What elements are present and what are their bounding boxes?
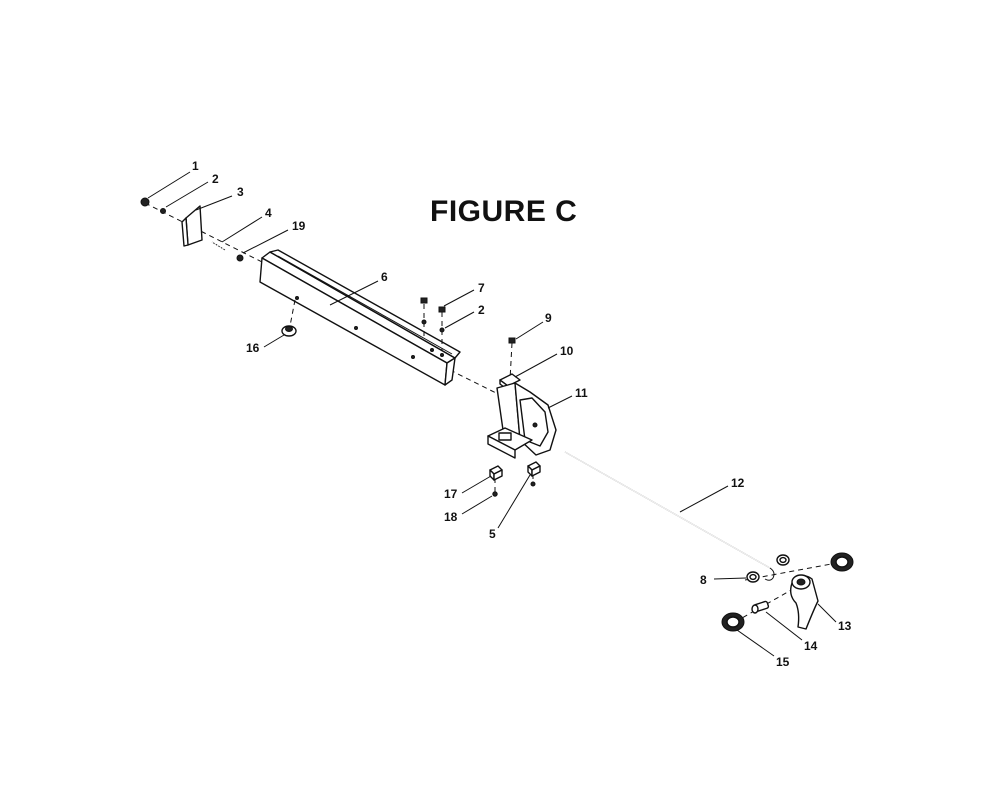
leader-18 [461, 495, 493, 515]
leader-7 [443, 289, 475, 307]
part-12-rod [564, 451, 775, 581]
part-2-washer [160, 208, 166, 214]
callout-9: 9 [545, 311, 552, 325]
part-15-knob-left [721, 612, 745, 632]
leader-13 [817, 603, 837, 623]
leader-2b [444, 311, 475, 329]
callout-19: 19 [292, 219, 306, 233]
callout-10: 10 [560, 344, 574, 358]
part-16-foot [281, 325, 297, 337]
leader-17 [461, 475, 492, 494]
callout-7: 7 [478, 281, 485, 295]
leader-6 [329, 280, 379, 306]
part-14-pin [751, 600, 770, 614]
part-5-block [527, 461, 541, 477]
part-1-nut [140, 197, 150, 207]
part-5-screw [530, 481, 536, 487]
callout-1: 1 [192, 159, 199, 173]
part-18-screw [492, 491, 498, 497]
callout-2a: 2 [212, 172, 219, 186]
part-6-fence-rail [259, 249, 461, 386]
callout-5: 5 [489, 527, 496, 541]
callout-6: 6 [381, 270, 388, 284]
callout-18: 18 [444, 510, 458, 524]
callout-16: 16 [246, 341, 260, 355]
leader-11 [547, 395, 573, 409]
part-15-knob-right [830, 552, 854, 572]
leader-10 [514, 353, 558, 378]
callout-12: 12 [731, 476, 745, 490]
leader-dash-9 [509, 342, 513, 381]
callout-14: 14 [804, 639, 818, 653]
part-8-washers [746, 554, 790, 583]
callout-13: 13 [838, 619, 852, 633]
part-7-screws [420, 297, 446, 333]
axis-line-right [744, 561, 843, 581]
leader-8 [713, 577, 747, 580]
part-9-screw [508, 337, 516, 344]
callout-15: 15 [776, 655, 790, 669]
part-3-bracket [181, 205, 203, 247]
part-19-washer [236, 254, 244, 262]
leader-dash-16 [289, 299, 296, 327]
leader-14 [765, 611, 803, 641]
leader-16 [263, 334, 285, 348]
part-11-lock-head [487, 382, 557, 459]
figure-title: FIGURE C [430, 195, 577, 228]
callout-17: 17 [444, 487, 458, 501]
callout-3: 3 [237, 185, 244, 199]
leader-12 [679, 485, 729, 513]
callout-4: 4 [265, 206, 272, 220]
leader-5 [497, 474, 531, 529]
leader-1 [147, 171, 191, 199]
callout-11: 11 [575, 386, 588, 400]
leader-15 [736, 629, 775, 657]
leader-3 [195, 195, 233, 211]
part-13-cam-handle [789, 574, 819, 630]
part-4-spring [211, 241, 226, 251]
leader-2a [165, 181, 209, 208]
leader-9 [515, 321, 544, 340]
axis-line-mid [449, 369, 501, 396]
leader-19 [242, 229, 289, 254]
part-17-block [489, 465, 503, 481]
callout-2b: 2 [478, 303, 485, 317]
callout-8: 8 [700, 573, 707, 587]
leader-4 [221, 216, 263, 243]
